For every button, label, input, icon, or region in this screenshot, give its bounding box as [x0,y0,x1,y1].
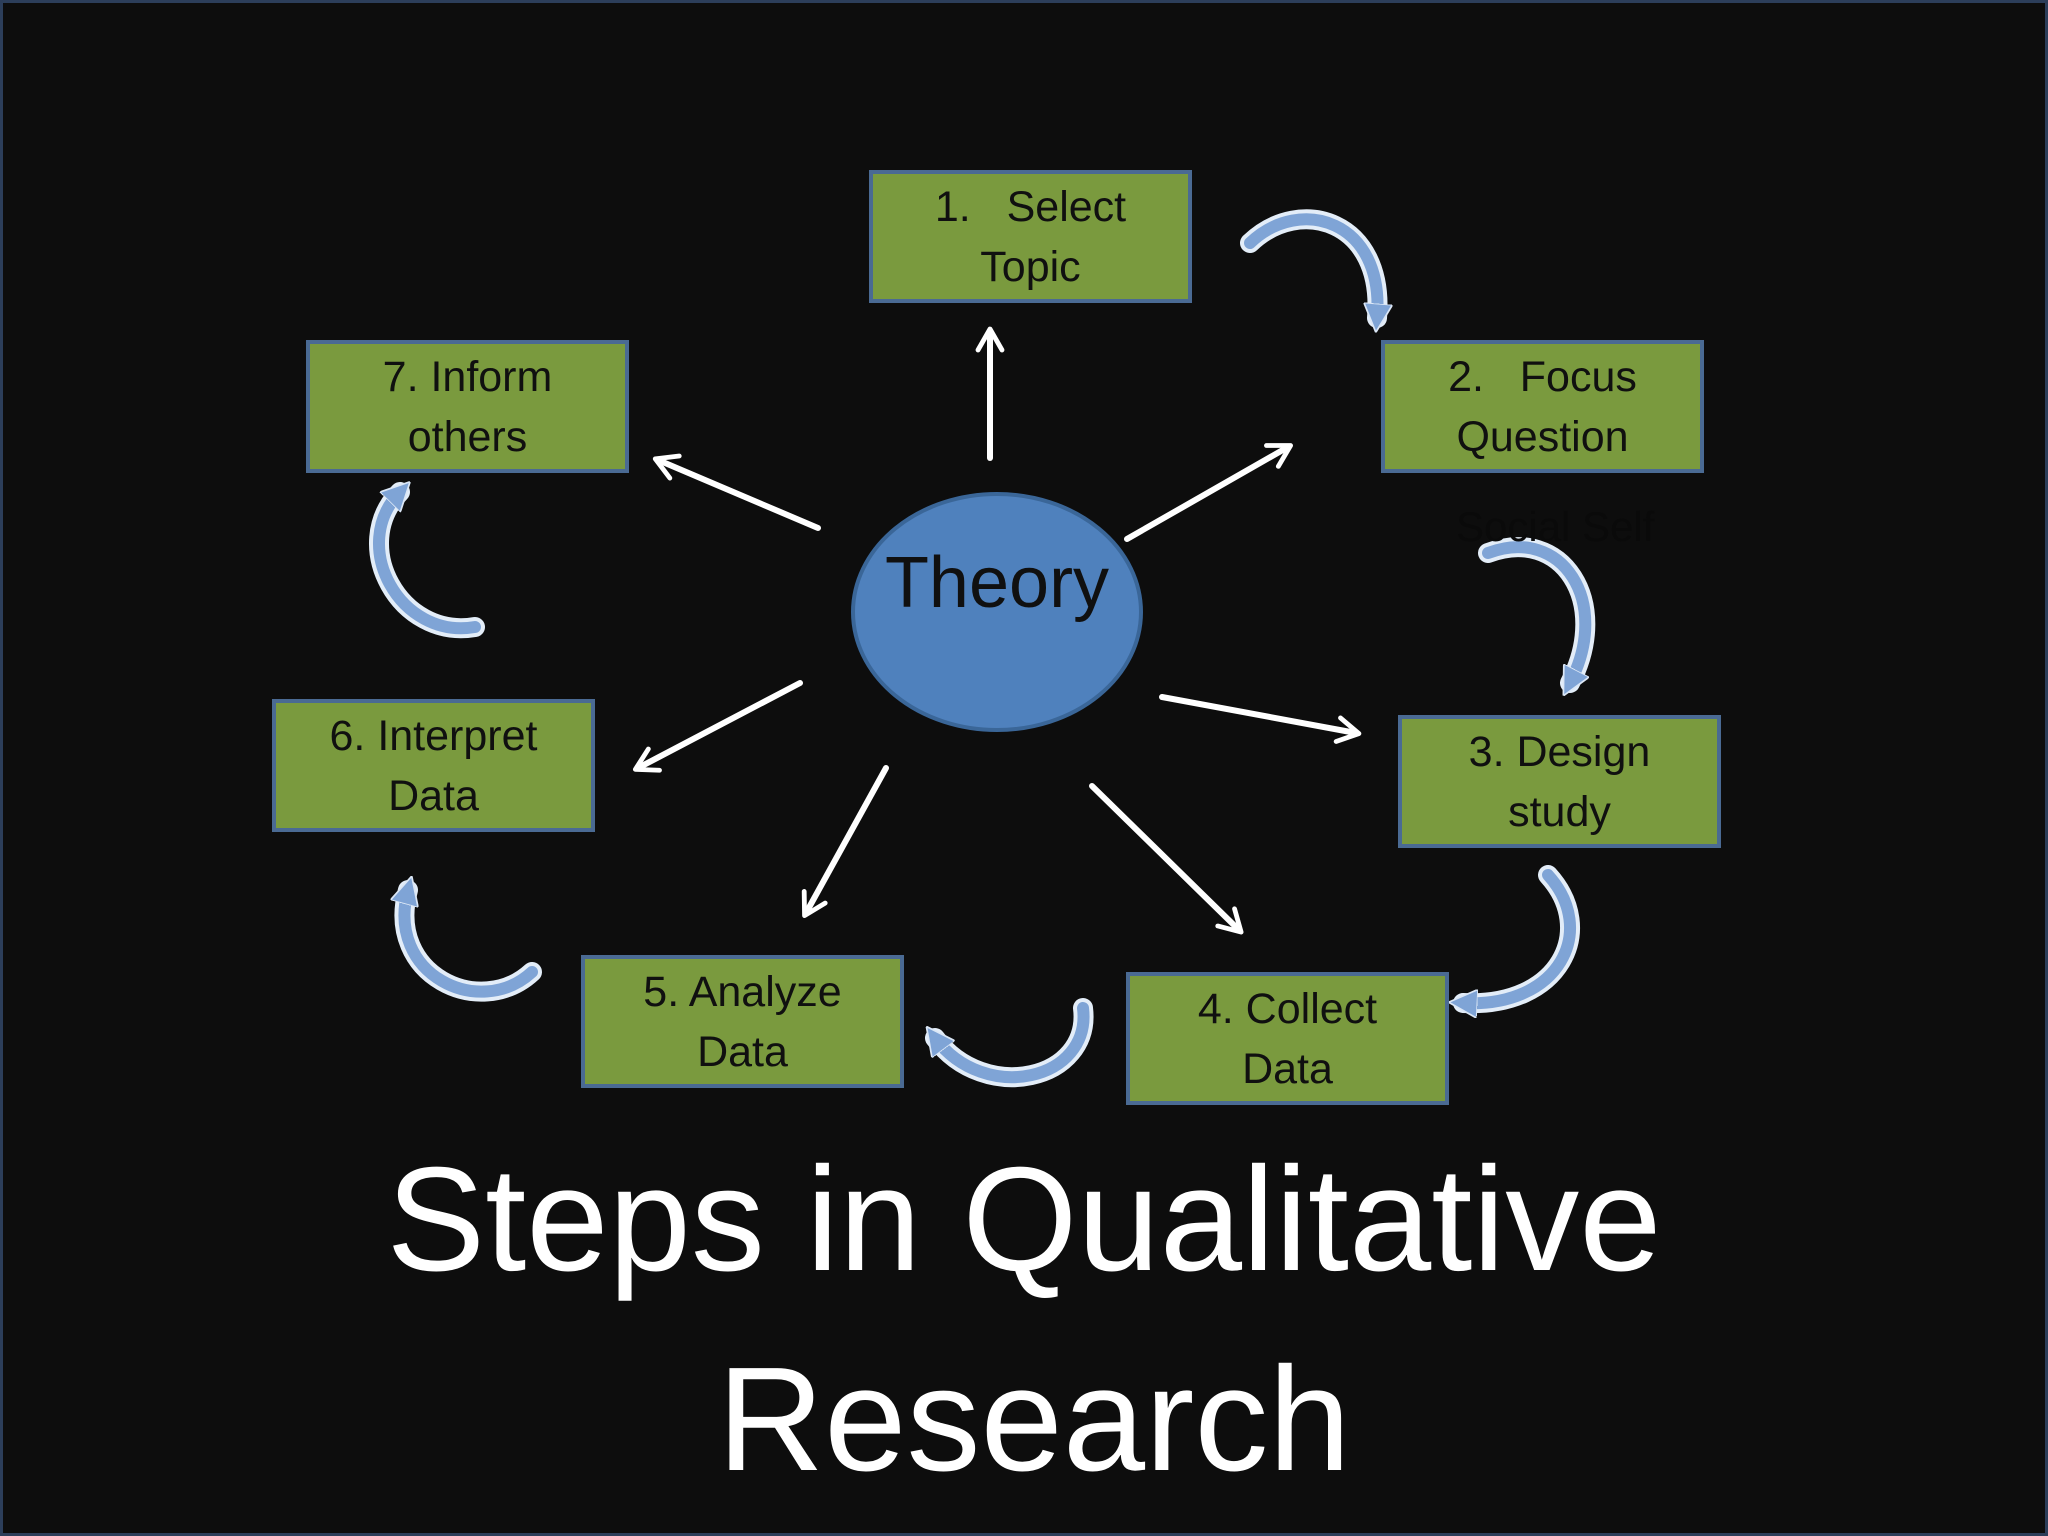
step-2-focus-question: 2. Focus Question [1381,340,1704,473]
step-2-line2: Question [1456,412,1629,461]
step-6-line2: Data [388,771,479,820]
theory-ellipse [851,492,1143,732]
cycle-arrow-4-to-5 [925,998,1094,1088]
overlapping-text-fragment: Social Self [1456,503,1655,550]
step-4-collect-data: 4. Collect Data [1126,972,1449,1105]
step-7-inform-others: 7. Inform others [306,340,629,473]
spoke-arrow-inform-others [652,453,821,531]
slide-title-line-2: Research [717,1337,1351,1502]
step-5-line1: 5. Analyze [643,967,842,1016]
step-1-line2: Topic [980,242,1081,291]
slide-title-line-1: Steps in Qualitative [386,1137,1662,1302]
step-7-line2: others [407,412,528,461]
step-6-line1: 6. Interpret [329,711,538,760]
step-5-line2: Data [697,1027,788,1076]
step-1-select-topic: 1. Select Topic [869,170,1192,303]
step-4-line1: 4. Collect [1197,984,1378,1033]
cycle-arrow-2-to-3 [1478,537,1596,683]
spoke-arrow-analyze-data [801,765,889,919]
step-2-line1: 2. Focus [1448,352,1637,401]
cycle-arrows [369,209,1596,1088]
step-3-design-study: 3. Design study [1398,715,1721,848]
spoke-arrow-focus-question [1124,443,1294,542]
cycle-arrow-1-to-2 [1240,209,1378,318]
step-6-interpret-data: 6. Interpret Data [272,699,595,832]
spoke-arrow-design-study [1159,694,1362,744]
cycle-arrow-6-to-7 [369,492,485,639]
step-7-line1: 7. Inform [382,352,553,401]
spoke-arrow-collect-data [1089,783,1244,935]
step-3-line1: 3. Design [1468,727,1651,776]
step-5-analyze-data: 5. Analyze Data [581,955,904,1088]
step-3-line2: study [1508,787,1611,836]
step-4-line2: Data [1242,1044,1333,1093]
step-1-line1: 1. Select [934,182,1127,231]
spoke-arrow-interpret-data [632,680,803,773]
spoke-arrows [632,326,1362,935]
cycle-arrow-3-to-4 [1463,865,1580,1003]
theory-label: Theory [884,543,1110,623]
cycle-arrow-5-to-6 [404,890,542,1002]
